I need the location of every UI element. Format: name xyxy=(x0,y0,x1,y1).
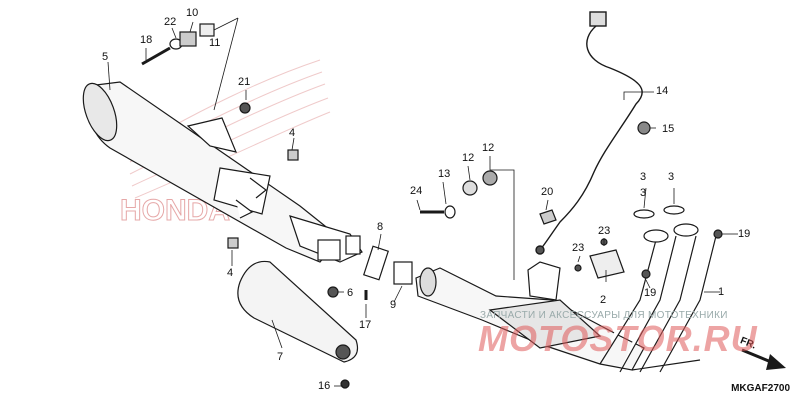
diagram-code: MKGAF2700 xyxy=(731,383,790,394)
part-label-12a: 12 xyxy=(462,152,475,164)
part-label-20: 20 xyxy=(541,186,554,198)
part-label-12b: 12 xyxy=(482,142,495,154)
part-label-16: 16 xyxy=(318,380,331,392)
part-label-21: 21 xyxy=(238,76,251,88)
exhaust-pipe-assembly xyxy=(415,223,717,373)
part-label-23a: 23 xyxy=(572,242,585,254)
part-label-7: 7 xyxy=(277,351,284,363)
part-label-1: 1 xyxy=(718,286,725,298)
part-label-18: 18 xyxy=(140,34,153,46)
watermark-text: ЗАПЧАСТИ И АКСЕССУАРЫ ДЛЯ МОТОТЕХНИКИ xyxy=(480,310,728,321)
front-direction-arrow xyxy=(741,348,786,370)
part-label-13: 13 xyxy=(438,168,451,180)
hardware xyxy=(141,23,723,300)
part-label-10: 10 xyxy=(186,7,199,19)
part-label-23b: 23 xyxy=(598,225,611,237)
part-label-2: 2 xyxy=(600,294,607,306)
o2-sensor-cable xyxy=(535,11,643,255)
part-label-17: 17 xyxy=(359,319,372,331)
watermark-logo: MOTOSTOR.RU xyxy=(478,318,758,359)
part-label-8: 8 xyxy=(377,221,384,233)
part-label-4a: 4 xyxy=(289,127,296,139)
part-label-19a: 19 xyxy=(738,228,751,240)
part-label-6: 6 xyxy=(347,287,354,299)
part-label-19b: 19 xyxy=(644,287,657,299)
muffler-body xyxy=(82,81,363,263)
part-label-14: 14 xyxy=(656,85,669,97)
part-label-11: 11 xyxy=(209,37,221,49)
part-label-5: 5 xyxy=(102,51,109,63)
muffler-cover xyxy=(237,260,359,389)
gaskets xyxy=(633,205,685,219)
part-label-3c: 3 xyxy=(640,171,647,183)
part-label-9: 9 xyxy=(390,299,397,311)
part-label-24: 24 xyxy=(410,185,423,197)
part-label-22: 22 xyxy=(164,16,177,28)
part-label-3b: 3 xyxy=(668,171,675,183)
part-label-4b: 4 xyxy=(227,267,234,279)
part-label-15: 15 xyxy=(662,123,675,135)
leader-lines xyxy=(107,17,738,387)
part-label-3a: 3 xyxy=(640,187,647,199)
